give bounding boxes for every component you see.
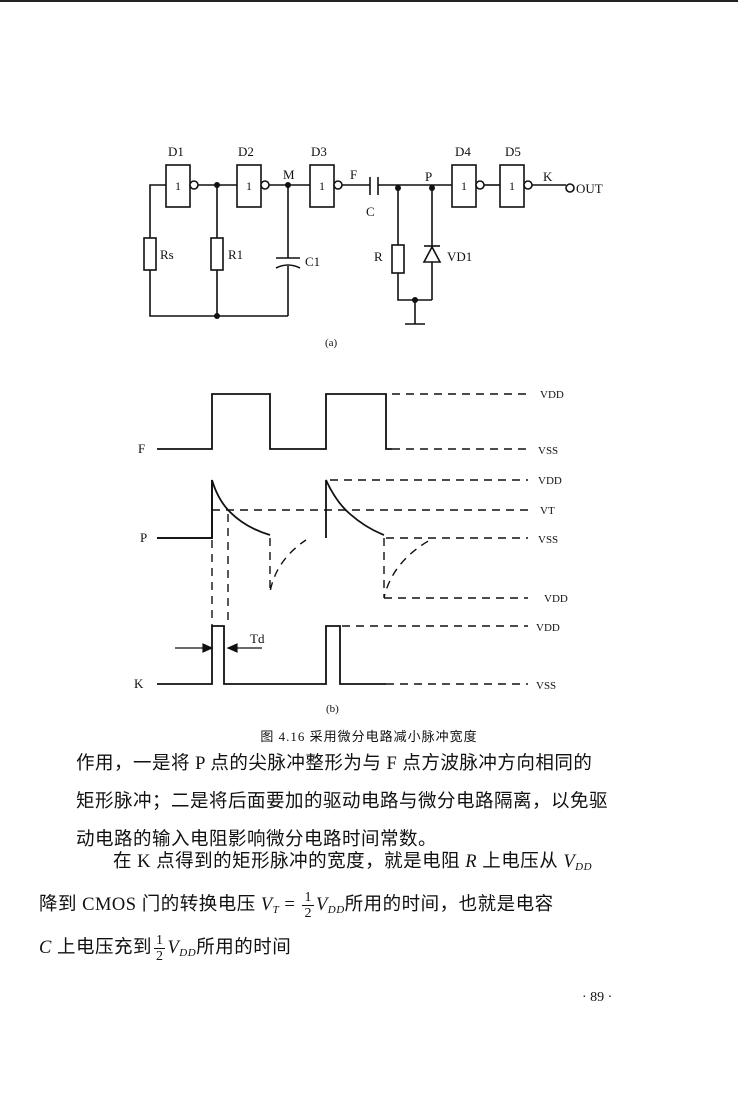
label-d5: D5 (505, 144, 521, 159)
paragraph-2: 在 K 点得到的矩形脉冲的宽度，就是电阻 R 上电压从 VDD 降到 CMOS … (39, 843, 676, 972)
paragraph-2-line-1: 在 K 点得到的矩形脉冲的宽度，就是电阻 R 上电压从 VDD (76, 843, 676, 886)
node-m: M (283, 167, 295, 182)
symbol-v: V (315, 895, 328, 915)
waveform-p-1 (157, 480, 213, 539)
symbol-v: V (167, 938, 180, 958)
label-d2: D2 (238, 144, 254, 159)
label-r1: R1 (228, 247, 243, 262)
output-label: OUT (576, 181, 603, 196)
paragraph-1-line-1: 作用，一是将 P 点的尖脉冲整形为与 F 点方波脉冲方向相同的 (76, 754, 593, 774)
level-vss-p: VSS (538, 534, 558, 546)
gate-d3-symbol: 1 (319, 179, 325, 193)
label-d3: D3 (311, 144, 327, 159)
label-r: R (374, 249, 383, 264)
level-vdd-k: VDD (536, 622, 560, 634)
level-vt: VT (540, 505, 555, 517)
text-run: 上电压充到 (51, 938, 152, 958)
text-run: 降到 CMOS 门的转换电压 (39, 895, 261, 915)
subscript-dd: DD (575, 861, 593, 873)
text-run: 上电压从 (477, 852, 564, 872)
gate-d2-symbol: 1 (246, 179, 252, 193)
symbol-c: C (39, 938, 52, 958)
subscript-dd: DD (327, 904, 345, 916)
fraction-denominator: 2 (155, 949, 164, 965)
label-td: Td (250, 631, 265, 646)
paragraph-1: 作用，一是将 P 点的尖脉冲整形为与 F 点方波脉冲方向相同的 矩形脉冲；二是将… (76, 745, 676, 859)
level-neg-vdd: VDD (544, 593, 568, 605)
waveform-k (157, 625, 386, 685)
node-f: F (350, 167, 357, 182)
text-run: 所用的时间 (196, 938, 292, 958)
signal-p: P (140, 530, 147, 545)
label-c1: C1 (305, 254, 320, 269)
figure-caption: 图 4.16 采用微分电路减小脉冲宽度 (260, 729, 478, 744)
node-p: P (425, 169, 432, 184)
signal-k: K (134, 676, 144, 691)
symbol-r: R (465, 852, 478, 872)
paragraph-1-line-3: 动电路的输入电阻影响微分电路时间常数。 (76, 830, 438, 850)
label-rs: Rs (160, 247, 174, 262)
fraction-numerator: 1 (302, 890, 314, 907)
level-vdd-p: VDD (538, 475, 562, 487)
level-vss-k: VSS (536, 680, 556, 692)
waveform-f (157, 393, 392, 450)
symbol-v: V (563, 852, 576, 872)
label-vd1: VD1 (447, 249, 472, 264)
gate-d4-symbol: 1 (461, 179, 467, 193)
equals-sign: = (279, 895, 301, 915)
page-number: · 89 · (582, 990, 613, 1005)
symbol-v: V (260, 895, 273, 915)
label-d1: D1 (168, 144, 184, 159)
fraction-denominator: 2 (304, 906, 312, 922)
subscript-dd: DD (179, 947, 197, 959)
gate-d5-symbol: 1 (509, 179, 515, 193)
top-rule (0, 0, 738, 2)
paragraph-1-line-2: 矩形脉冲；二是将后面要加的驱动电路与微分电路隔离，以免驱 (76, 792, 609, 812)
text-run: 所用的时间，也就是电容 (344, 895, 554, 915)
subcaption-a: (a) (325, 337, 338, 349)
figure-4-16: D1 D2 D3 D4 D5 1 1 1 1 1 M F P K OUT C R… (134, 144, 603, 715)
text-run: 在 K 点得到的矩形脉冲的宽度，就是电阻 (113, 852, 466, 872)
fraction-numerator: 1 (153, 933, 166, 950)
subscript-t: T (272, 904, 280, 916)
node-k: K (543, 169, 553, 184)
label-d4: D4 (455, 144, 471, 159)
signal-f: F (138, 441, 145, 456)
level-vdd-f: VDD (540, 389, 564, 401)
gate-d1-symbol: 1 (175, 179, 181, 193)
label-c: C (366, 204, 375, 219)
level-vss-f: VSS (538, 445, 558, 457)
subcaption-b: (b) (326, 703, 339, 715)
